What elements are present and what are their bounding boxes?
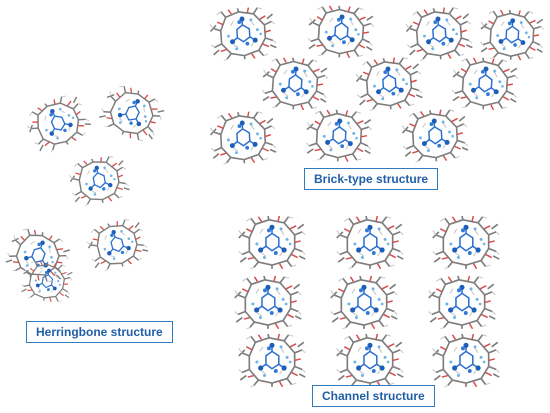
molecule: [208, 110, 278, 166]
molecule: [432, 334, 500, 387]
channel-packing: [234, 216, 500, 387]
molecule: [234, 276, 302, 329]
molecule: [450, 55, 520, 112]
molecule: [478, 8, 546, 62]
molecule: [83, 215, 151, 274]
molecule: [20, 89, 96, 158]
molecule: [238, 216, 306, 269]
herringbone-structure-label: Herringbone structure: [26, 321, 173, 343]
brick-type-structure-label: Brick-type structure: [304, 168, 439, 190]
molecule: [208, 5, 278, 62]
molecule: [432, 216, 500, 269]
molecule: [306, 3, 376, 60]
brick-packing: [208, 3, 546, 166]
molecule: [354, 55, 424, 112]
channel-structure-label: Channel structure: [312, 385, 435, 407]
molecule: [66, 153, 132, 208]
molecule: [404, 5, 474, 62]
molecule: [330, 276, 398, 329]
molecule: [336, 216, 404, 269]
molecule: [260, 55, 330, 112]
molecule: [94, 79, 170, 148]
molecule: [304, 108, 374, 164]
molecule: [336, 334, 404, 387]
herringbone-packing: [1, 79, 170, 305]
molecule: [400, 108, 470, 164]
molecule: [428, 276, 496, 329]
molecule: [238, 334, 306, 387]
